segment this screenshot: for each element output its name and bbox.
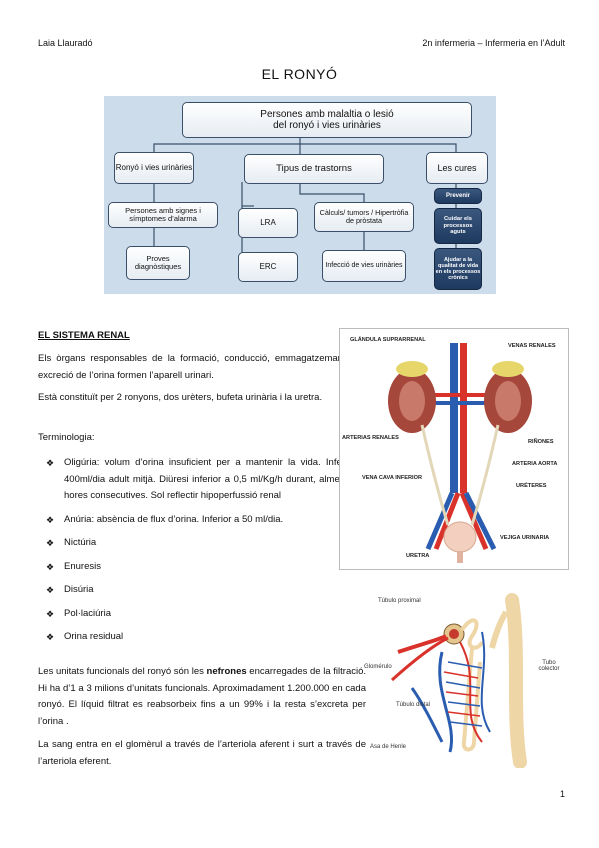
label-renal-veins: VENAS RENALES bbox=[508, 343, 556, 349]
list-item: ❖Anúria: absència de flux d’orina. Infer… bbox=[38, 512, 366, 529]
label-bladder: VEJIGA URINARIA bbox=[500, 535, 550, 541]
paragraph-glomerulus: La sang entra en el glomèrul a través de… bbox=[38, 739, 366, 767]
label-glomerulus: Glomérulo bbox=[364, 664, 392, 670]
concept-acute-care: Cuidar els processos aguts bbox=[434, 208, 482, 244]
paragraph-nephrons: Les unitats funcionals del ronyó són les… bbox=[38, 666, 367, 727]
concept-chronic-care: Ajudar a la qualitat de vida en els proc… bbox=[434, 248, 482, 290]
nephron-illustration bbox=[390, 593, 527, 769]
label-proximal-tubule: Túbulo proximal bbox=[378, 598, 421, 604]
list-item: ❖Oligúria: volum d’orina insuficient per… bbox=[46, 457, 366, 501]
label-kidneys: RIÑONES bbox=[528, 439, 554, 445]
concept-lra: LRA bbox=[238, 208, 298, 238]
diamond-bullet-icon: ❖ bbox=[46, 585, 55, 595]
concept-root: Persones amb malaltia o lesió del ronyó … bbox=[182, 102, 472, 138]
concept-disorder-types: Tipus de trastorns bbox=[244, 154, 384, 184]
diamond-bullet-icon: ❖ bbox=[46, 514, 55, 525]
urinary-system-illustration bbox=[388, 343, 532, 563]
course-header: 2n infermeria – Infermeria en l’Adult bbox=[422, 38, 565, 48]
concept-alarm-signs: Persones amb signes i símptomes d’alarma bbox=[108, 202, 218, 228]
concept-care: Les cures bbox=[426, 152, 488, 184]
list-item: ❖Orina residual bbox=[38, 629, 366, 646]
paragraph-components: Està constituït per 2 ronyons, dos urète… bbox=[38, 392, 323, 403]
concept-diagnostic-tests: Proves diagnòstiques bbox=[126, 246, 190, 280]
concept-uti: Infecció de vies urinàries bbox=[322, 250, 406, 282]
concept-kidney-urinary: Ronyó i vies urinàries bbox=[114, 152, 194, 184]
nephron-figure: Túbulo proximal Glomérulo Túbulo distal … bbox=[362, 592, 572, 769]
label-ureters: URÉTERES bbox=[516, 483, 547, 489]
label-renal-arteries: ARTERIAS RENALES bbox=[342, 435, 399, 441]
diamond-bullet-icon: ❖ bbox=[46, 608, 55, 619]
terminology-label: Terminologia: bbox=[38, 432, 95, 443]
terminology-list: ❖Oligúria: volum d’orina insuficient per… bbox=[38, 455, 366, 653]
list-item: ❖Nictúria bbox=[38, 535, 366, 552]
label-vena-cava: VENA CAVA INFERIOR bbox=[362, 475, 422, 481]
paragraph-urinary-system: Els òrgans responsables de la formació, … bbox=[38, 353, 366, 381]
concept-stones-tumors: Càlculs/ tumors / Hipertròfia de pròstat… bbox=[314, 202, 414, 232]
diamond-bullet-icon: ❖ bbox=[46, 458, 55, 468]
concept-map: Persones amb malaltia o lesió del ronyó … bbox=[104, 96, 496, 294]
list-item: ❖Disúria bbox=[38, 582, 366, 599]
page-number: 1 bbox=[559, 789, 565, 799]
list-item: ❖Pol·laciúria bbox=[38, 606, 366, 623]
page-title: EL RONYÓ bbox=[261, 66, 338, 82]
diamond-bullet-icon: ❖ bbox=[46, 538, 55, 548]
list-item: ❖Enuresis bbox=[38, 559, 366, 576]
label-loop-of-henle: Asa de Henle bbox=[370, 744, 407, 750]
concept-erc: ERC bbox=[238, 252, 298, 282]
diamond-bullet-icon: ❖ bbox=[46, 561, 55, 572]
label-urethra: URETRA bbox=[406, 553, 430, 559]
author-header: Laia Llauradó bbox=[38, 38, 93, 48]
label-adrenal-gland: GLÁNDULA SUPRARRENAL bbox=[350, 337, 426, 343]
section-title: EL SISTEMA RENAL bbox=[38, 330, 130, 341]
urinary-system-figure: GLÁNDULA SUPRARRENAL VENAS RENALES ARTER… bbox=[339, 328, 569, 570]
concept-prevent: Prevenir bbox=[434, 188, 482, 204]
label-distal-tubule: Túbulo distal bbox=[396, 702, 431, 708]
diamond-bullet-icon: ❖ bbox=[46, 632, 55, 642]
label-aorta: ARTERIA AORTA bbox=[512, 461, 558, 467]
label-collecting-duct: Tubo colector bbox=[538, 660, 560, 672]
